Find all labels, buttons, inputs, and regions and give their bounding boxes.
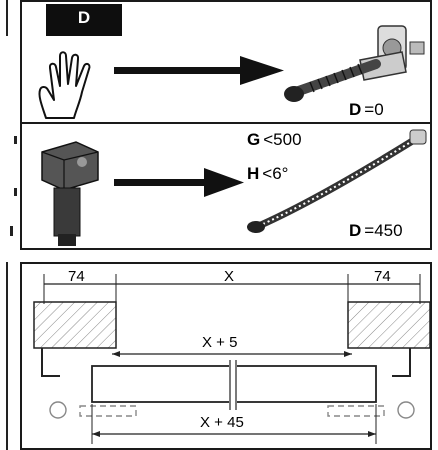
- g-letter: G: [247, 130, 261, 149]
- left-panel-fragment-mark-3: [10, 226, 13, 236]
- d-letter-row1: D: [349, 100, 362, 119]
- dim-center-label: X: [224, 268, 235, 285]
- d-value-text-row2: =450: [364, 221, 403, 240]
- d-letter-row2: D: [349, 221, 362, 240]
- dimension-panel-bottom: 74 X 74 X + 5 X + 45: [20, 262, 432, 450]
- wall-bracket-icon-right: [392, 348, 411, 377]
- dim-outer-label: X + 45: [200, 414, 244, 431]
- arrow-right-icon: [114, 56, 284, 85]
- h-value: H<6°: [247, 164, 288, 184]
- wall-bracket-icon: [41, 348, 60, 377]
- h-letter: H: [247, 164, 260, 183]
- left-panel-fragment-mark-1: [14, 136, 17, 144]
- d-value-text-row1: =0: [364, 100, 384, 119]
- flexible-shaft-icon: [247, 129, 427, 233]
- g-value-text: <500: [263, 130, 302, 149]
- arrow-right-icon-2: [114, 168, 244, 197]
- g-value: G<500: [247, 130, 302, 150]
- wall-right: [347, 301, 430, 349]
- wall-left: [33, 301, 117, 349]
- motor-icon: [41, 141, 99, 246]
- dim-inner-label: X + 5: [202, 334, 238, 351]
- left-panel-fragment-mark-2: [14, 188, 17, 196]
- d-value-row1: D=0: [349, 100, 384, 120]
- installation-panel-top: D D=0: [20, 0, 432, 250]
- h-value-text: <6°: [262, 164, 289, 183]
- d-value-row2: D=450: [349, 221, 403, 241]
- hand-icon: [38, 51, 91, 119]
- left-panel-fragment-bottom: [6, 262, 8, 450]
- left-panel-fragment-top: [6, 0, 8, 36]
- row-divider: [22, 122, 430, 124]
- dimension-drawing: [33, 274, 430, 444]
- section-badge: D: [46, 4, 122, 36]
- dim-right-label: 74: [374, 268, 391, 285]
- dim-left-label: 74: [68, 268, 85, 285]
- bolt-mechanism-icon: [284, 25, 425, 102]
